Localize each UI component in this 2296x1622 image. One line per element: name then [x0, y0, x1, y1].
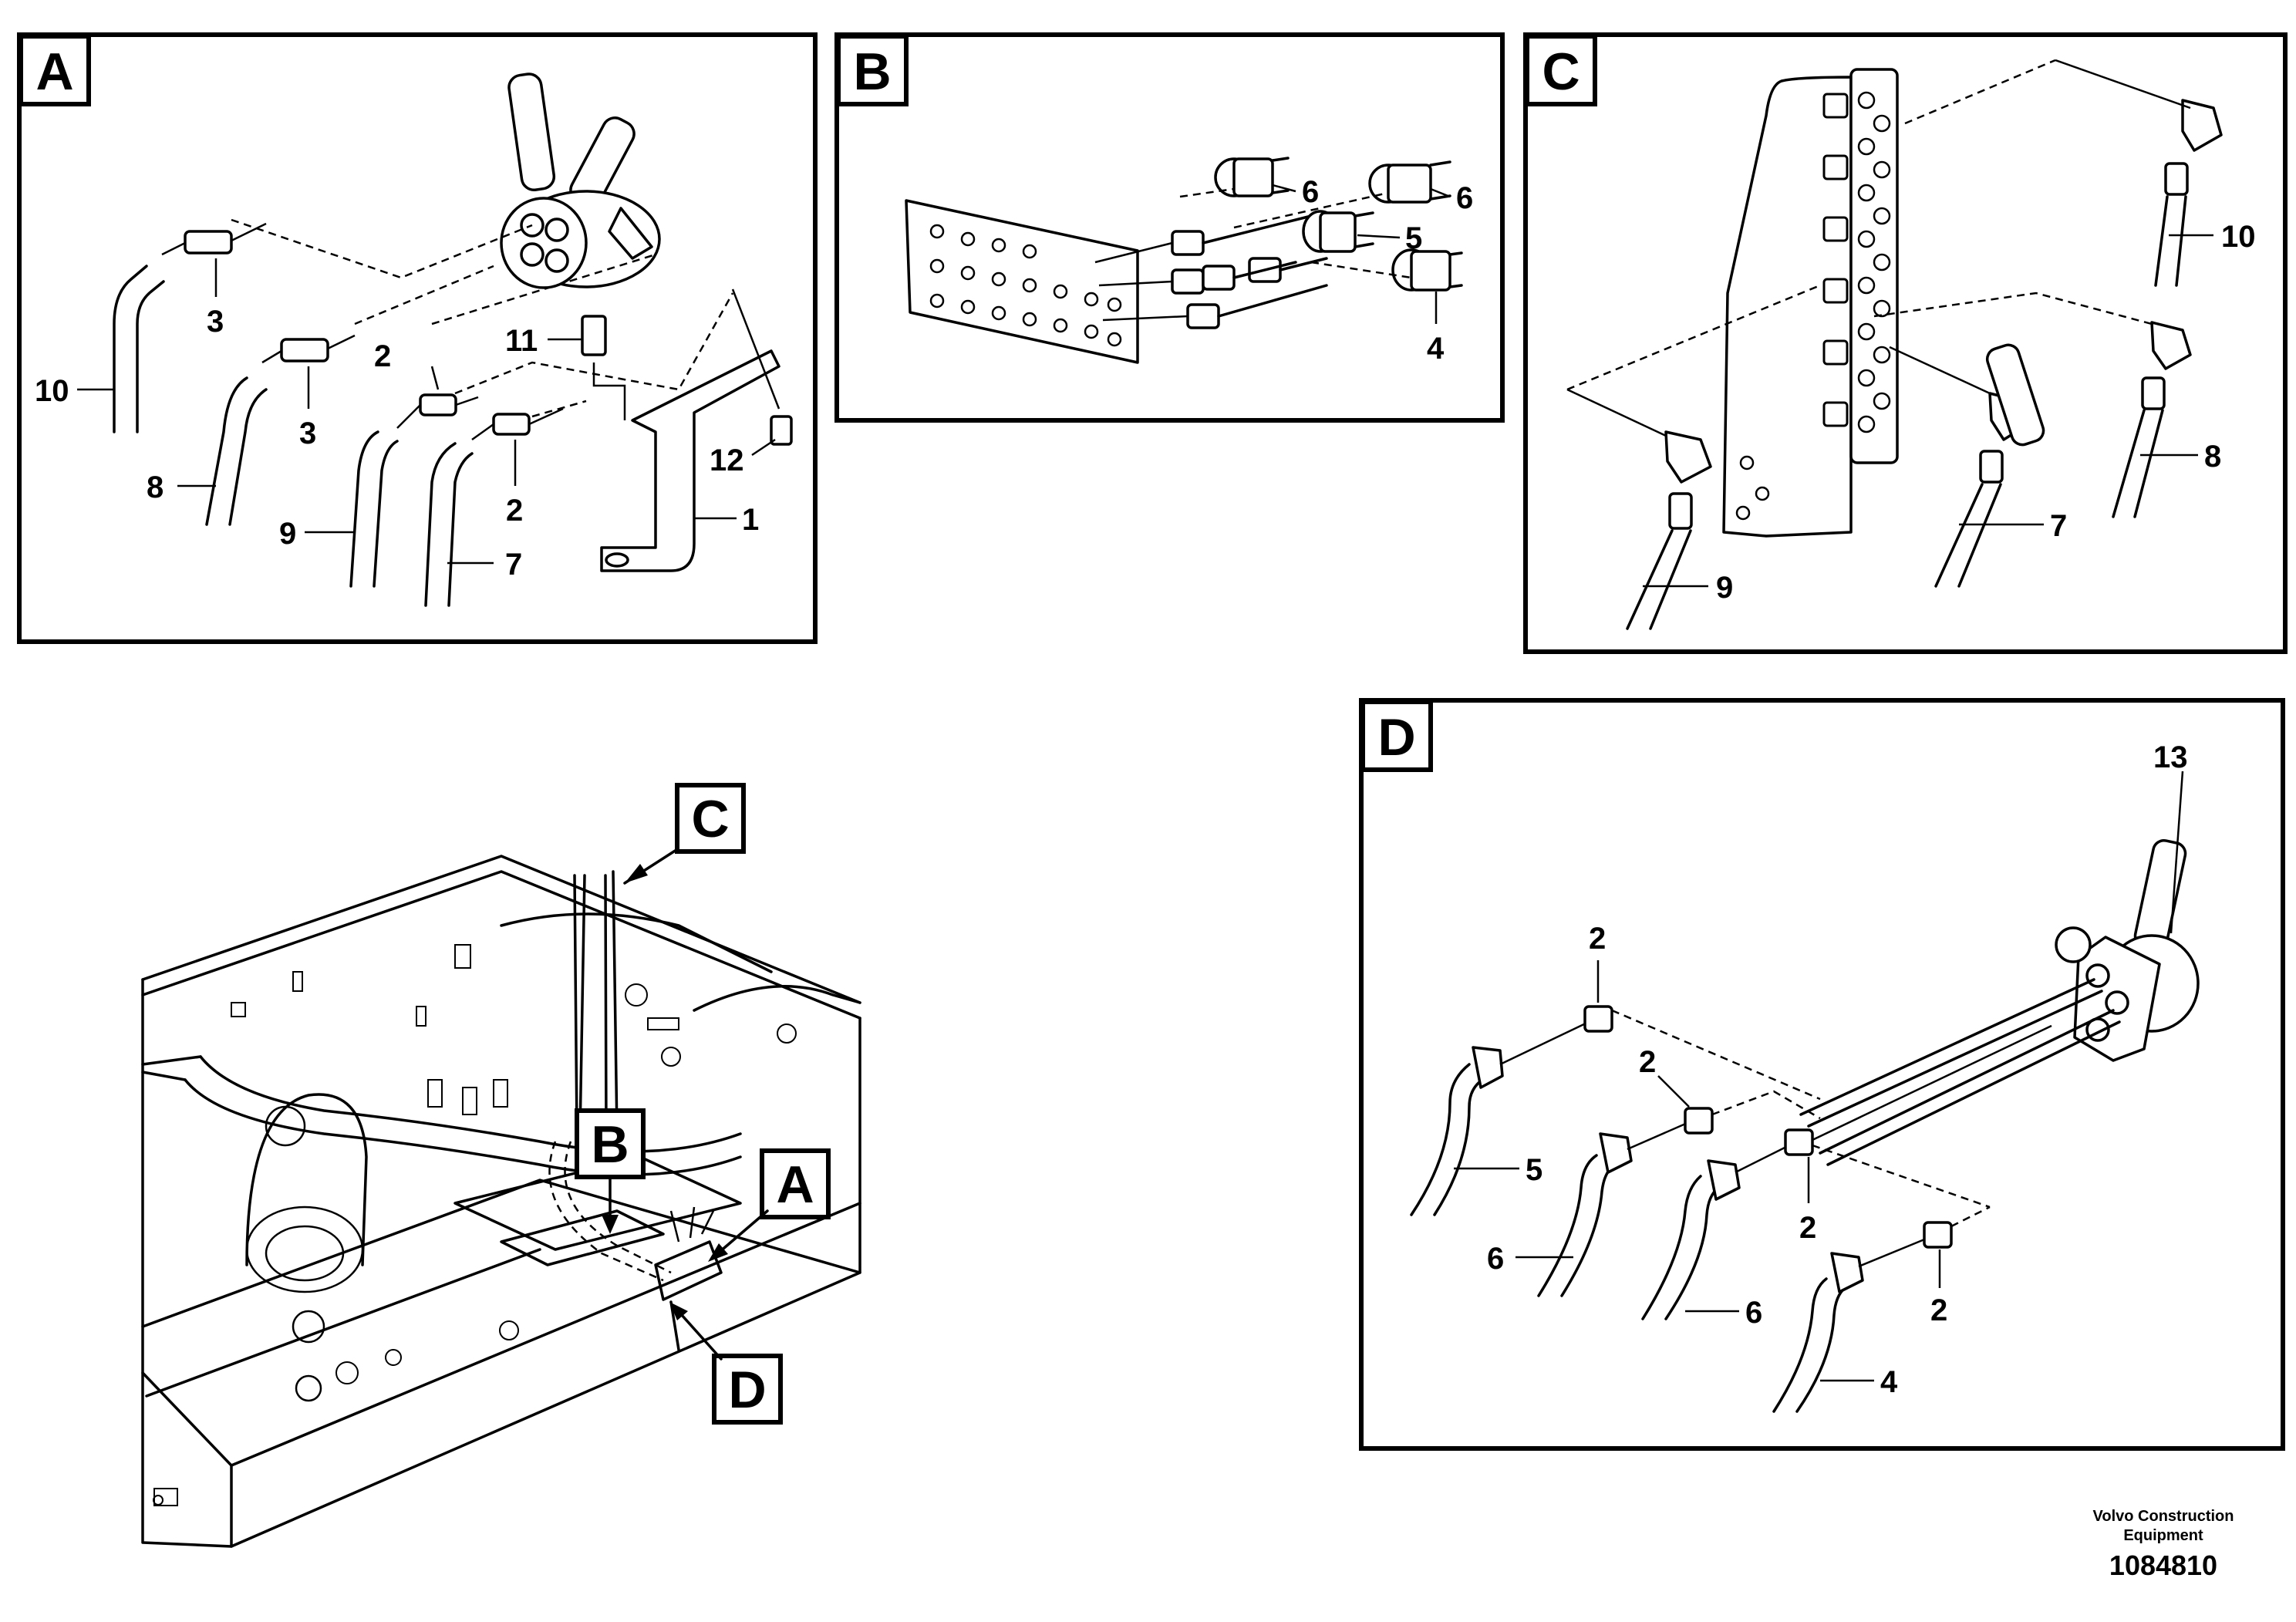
callout-c-9: 9: [1716, 571, 1733, 605]
detail-panel-a: A: [17, 32, 818, 644]
panel-b-label: B: [853, 42, 891, 101]
valve-block-c: [1722, 68, 1899, 538]
callout-d-13: 13: [2153, 740, 2188, 774]
callout-a-2a: 2: [374, 339, 391, 373]
fittings-hoses-d: [1410, 771, 2184, 1413]
callout-d-2a: 2: [1589, 922, 1606, 956]
control-valve-a: [500, 73, 661, 289]
overview-tag-b: B: [575, 1108, 646, 1234]
callout-a-3a: 3: [207, 305, 224, 339]
fittings-hoses-a: [113, 218, 793, 607]
bulkhead-plate-b: [905, 199, 1139, 364]
callout-d-5: 5: [1526, 1153, 1542, 1187]
drawing-number: 1084810: [2109, 1549, 2217, 1581]
callout-d-6b: 6: [1745, 1296, 1762, 1330]
callout-a-1: 1: [742, 503, 759, 537]
detail-panel-c: C: [1523, 32, 2288, 654]
overview-label-d: D: [728, 1361, 766, 1419]
callouts-c: 10 8 7 9: [1643, 220, 2256, 605]
detail-panel-d: D: [1359, 343, 2285, 1451]
callout-d-4: 4: [1880, 1365, 1898, 1399]
callout-a-12: 12: [710, 443, 744, 477]
callout-b-6b: 6: [1456, 181, 1473, 215]
detail-panel-b: B: [834, 32, 1505, 423]
callout-b-4: 4: [1427, 332, 1445, 366]
callout-a-2b: 2: [506, 494, 523, 528]
callout-d-2c: 2: [1799, 1211, 1816, 1245]
overview-tag-c: C: [623, 783, 746, 885]
callout-b-5: 5: [1405, 221, 1422, 255]
callout-a-9: 9: [279, 517, 296, 551]
panel-c-label: C: [1542, 42, 1580, 101]
callout-a-7: 7: [505, 548, 522, 582]
overview-label-b: B: [591, 1115, 629, 1174]
overview-label-a: A: [776, 1155, 814, 1214]
panel-d-label: D: [1377, 708, 1415, 767]
callout-c-8: 8: [2204, 440, 2221, 474]
company-name-line2: Equipment: [2123, 1527, 2203, 1544]
panel-a-label: A: [35, 42, 73, 101]
callouts-b: 6 6 5 4: [1272, 175, 1473, 366]
callout-b-6a: 6: [1302, 175, 1319, 209]
fittings-b: [1094, 157, 1463, 329]
overview-label-c: C: [691, 790, 729, 848]
overview-tag-a: A: [708, 1148, 831, 1262]
callout-c-10: 10: [2221, 220, 2256, 254]
callout-d-2b: 2: [1639, 1045, 1656, 1079]
callouts-a: 10 3 3 2 2 8 9 7 11 12 1: [35, 258, 776, 582]
overview-tag-d: D: [669, 1302, 783, 1425]
bracket-a: [600, 349, 781, 572]
callout-a-3b: 3: [299, 416, 316, 450]
callouts-d: 13 2 2 2 2 5 6 6 4: [1454, 740, 2188, 1399]
footer-block: Volvo Construction Equipment 1084810: [2093, 1508, 2234, 1581]
company-name-line1: Volvo Construction: [2093, 1508, 2234, 1525]
callout-d-6a: 6: [1487, 1242, 1504, 1276]
callout-a-10: 10: [35, 374, 69, 408]
callout-a-11: 11: [505, 324, 538, 358]
callout-a-8: 8: [147, 470, 164, 504]
control-valve-d: [1799, 343, 2200, 1166]
callout-c-7: 7: [2050, 509, 2067, 543]
callout-d-2d: 2: [1930, 1293, 1947, 1327]
machine-frame-overview: [141, 855, 861, 1548]
